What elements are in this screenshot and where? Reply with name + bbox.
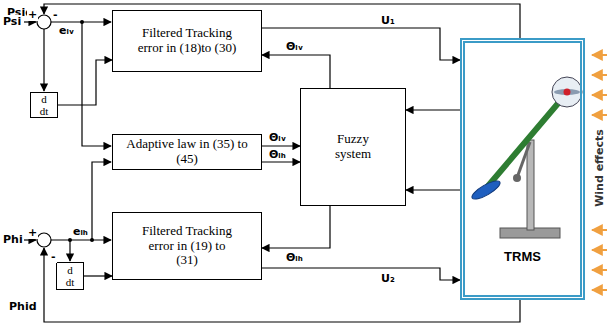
input-line — [24, 239, 36, 240]
wind-arrow — [592, 94, 607, 96]
signal-label: + — [27, 8, 38, 21]
wind-arrow — [592, 229, 607, 231]
input-line — [24, 21, 36, 22]
signal-label: - — [50, 250, 57, 263]
error-line — [69, 240, 70, 261]
signal-label: eᵢᵥ — [58, 24, 75, 37]
wind-arrow — [592, 114, 607, 116]
signal-label: Phi — [2, 233, 24, 246]
process-box: Filtered Tracking error in (19) to (31) — [112, 212, 262, 280]
error-line — [43, 29, 44, 91]
signal-label: U₁ — [380, 14, 396, 27]
rotor-hub — [564, 89, 571, 96]
signal-connector — [262, 161, 300, 162]
box-text: Filtered Tracking error in (18)to (30) — [137, 26, 237, 56]
disturbance-label: Wind effects — [593, 128, 606, 208]
wind-arrow — [592, 249, 607, 251]
signal-label: + — [27, 226, 38, 239]
branch-dot — [80, 20, 84, 24]
wind-arrow — [592, 54, 607, 56]
counterweight — [513, 174, 521, 182]
signal-connector — [84, 275, 112, 276]
signal-label: eᵢₕ — [72, 225, 89, 238]
signal-label: Θᵢₕ — [268, 148, 287, 161]
signal-connector — [406, 109, 460, 110]
signal-connector — [58, 60, 112, 105]
signal-label: Θᵢᵥ — [268, 131, 287, 144]
branch-dot — [68, 238, 72, 242]
tail-rotor — [470, 178, 503, 203]
main-rotor — [552, 77, 582, 107]
signal-connector — [262, 268, 460, 280]
process-box: Fuzzy system — [300, 88, 406, 206]
beam — [488, 94, 566, 186]
plant-name: TRMS — [504, 250, 541, 265]
process-box: Adaptive law in (35) to (45) — [112, 134, 262, 170]
box-text: Adaptive law in (35) to (45) — [121, 137, 253, 167]
branch-dot — [90, 238, 94, 242]
plant-box: TRMS — [460, 38, 585, 300]
derivative-box: d dt — [30, 92, 58, 118]
derivative-box: d dt — [56, 262, 84, 290]
rotor-blade — [554, 89, 580, 95]
signal-label: Θᵢₕ — [285, 251, 304, 264]
summing-junction — [37, 15, 51, 29]
signal-connector — [406, 189, 460, 190]
wind-arrow — [592, 74, 607, 76]
box-text: Fuzzy system — [325, 132, 381, 162]
error-line — [51, 239, 111, 240]
signal-connector — [262, 206, 330, 248]
signal-label: Θᵢᵥ — [285, 40, 304, 53]
stand-post — [527, 140, 534, 230]
wind-arrow — [592, 269, 607, 271]
trms-illustration — [470, 77, 582, 238]
signal-label: - — [52, 8, 59, 21]
signal-label: U₂ — [380, 272, 396, 285]
summing-junction — [37, 233, 51, 247]
wind-arrow — [592, 289, 607, 291]
signal-connector — [262, 145, 300, 146]
signal-label: Phid — [8, 300, 38, 313]
process-box: Filtered Tracking error in (18)to (30) — [112, 10, 262, 72]
box-text: d dt — [63, 264, 77, 288]
box-text: Filtered Tracking error in (19) to (31) — [137, 224, 237, 269]
error-line — [92, 162, 111, 240]
box-text: d dt — [37, 93, 51, 117]
signal-connector — [262, 55, 330, 88]
signal-label: Psi — [2, 15, 22, 28]
